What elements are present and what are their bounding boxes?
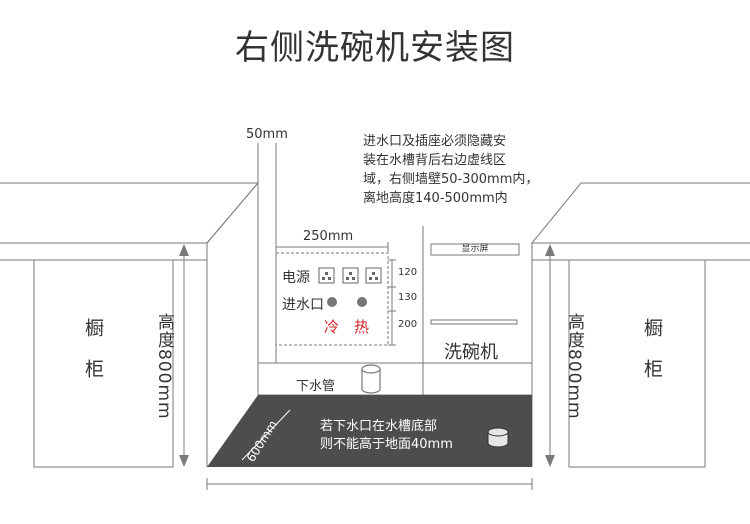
depth-dim-line — [241, 409, 291, 461]
display-box — [430, 243, 520, 256]
install-note-line: 离地高度140-500mm内 — [363, 191, 508, 206]
socket-1 — [318, 267, 335, 284]
left-cabinet-label: 橱柜 — [82, 318, 104, 400]
power-sockets — [318, 267, 382, 284]
install-zone-dashed — [275, 252, 389, 346]
power-label: 电源 — [282, 270, 310, 286]
socket-3 — [365, 267, 382, 284]
floor-drain-icon — [487, 427, 509, 448]
install-note-line: 进水口及插座必须隐藏安 — [363, 134, 507, 149]
socket-2 — [342, 267, 359, 284]
display-label: 显示屏 — [461, 244, 489, 254]
right-height-label: 高度800mm — [564, 313, 584, 420]
dishwasher-label: 洗碗机 — [444, 342, 498, 363]
page-title: 右侧洗碗机安装图 — [235, 28, 515, 68]
cold-inlet-dot — [327, 297, 337, 307]
hot-inlet-dot — [357, 297, 367, 307]
left-height-label: 高度800mm — [154, 313, 174, 420]
left-counter-top — [0, 182, 260, 244]
dim-120-label: 120 — [398, 267, 418, 278]
dim-130-label: 130 — [398, 292, 418, 303]
inlet-label: 进水口 — [282, 297, 324, 313]
drain-label: 下水管 — [296, 379, 336, 394]
install-note: 进水口及插座必须隐藏安 装在水槽背后右边虚线区 域，右侧墙壁50-300mm内，… — [363, 132, 573, 208]
floor-note-line: 则不能高于地面40mm — [320, 437, 453, 452]
right-cabinet-label: 橱柜 — [641, 318, 663, 400]
drain-pipe-icon — [361, 364, 381, 394]
hot-label: 热 — [354, 318, 370, 336]
floor-note: 若下水口在水槽底部 则不能高于地面40mm — [320, 418, 453, 454]
left-cabinet-door — [33, 259, 174, 468]
install-note-line: 域，右侧墙壁50-300mm内， — [363, 172, 539, 187]
floor-plane — [207, 395, 532, 467]
cold-label: 冷 — [324, 318, 340, 336]
dim-50-label: 50mm — [246, 127, 288, 142]
dim-250-label: 250mm — [303, 229, 354, 244]
dim-200-label: 200 — [398, 319, 418, 330]
right-counter-top — [530, 182, 750, 244]
right-cabinet-door — [568, 259, 706, 468]
install-note-line: 装在水槽背后右边虚线区 — [363, 153, 507, 168]
floor-note-line: 若下水口在水槽底部 — [320, 419, 438, 434]
dishwasher-handle — [430, 319, 518, 325]
